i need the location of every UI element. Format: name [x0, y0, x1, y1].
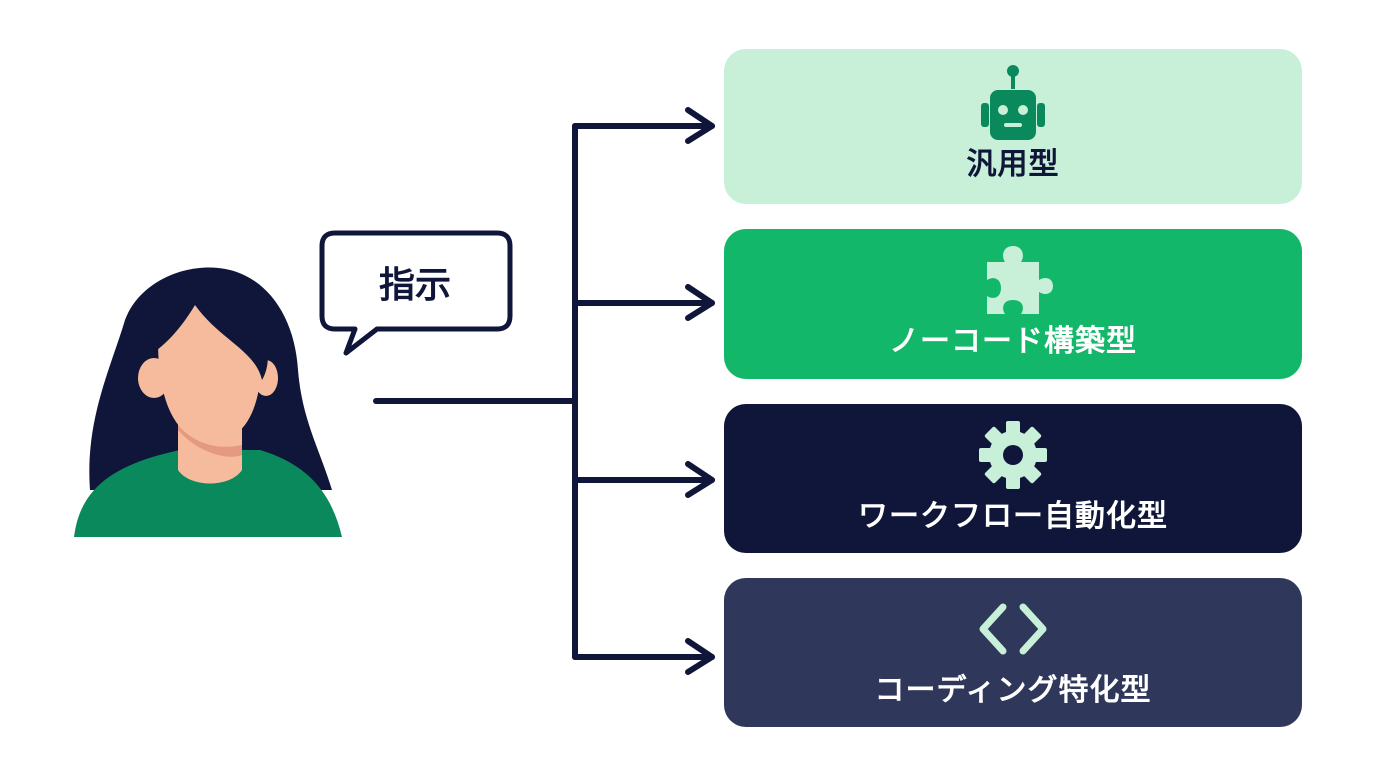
- puzzle-icon: [963, 246, 1063, 314]
- person-icon: [74, 267, 342, 537]
- category-label: ワークフロー自動化型: [858, 498, 1168, 534]
- robot-icon: [963, 64, 1063, 140]
- arrow-head-3: [685, 638, 715, 675]
- arrow-head-2: [685, 461, 715, 498]
- arrow-head-1: [685, 284, 715, 321]
- gear-icon: [963, 420, 1063, 489]
- code-icon: [963, 597, 1063, 661]
- category-card-coding: コーディング特化型: [724, 578, 1302, 727]
- arrow-head-0: [685, 107, 715, 144]
- category-label: ノーコード構築型: [889, 324, 1137, 359]
- category-card-workflow: ワークフロー自動化型: [724, 404, 1302, 553]
- speech-bubble: [319, 230, 513, 356]
- category-card-no-code: ノーコード構築型: [724, 229, 1302, 379]
- category-label: コーディング特化型: [874, 672, 1152, 708]
- category-label: 汎用型: [966, 146, 1060, 182]
- speech-bubble-text: 指示: [378, 265, 451, 306]
- category-card-general: 汎用型: [724, 49, 1302, 204]
